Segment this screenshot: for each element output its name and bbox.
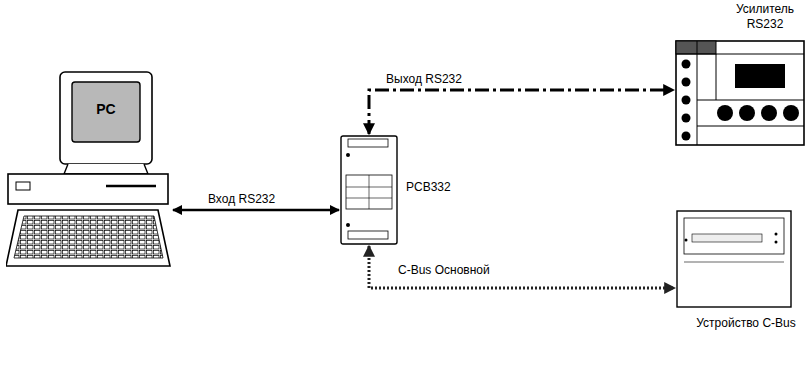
amplifier-unit: Усилитель RS232 bbox=[675, 40, 805, 146]
interface-module: PCB332 bbox=[340, 135, 398, 245]
connector-label: C-Bus Основной bbox=[395, 263, 493, 277]
device-label: Устройство C-Bus bbox=[696, 316, 796, 331]
pc-computer: PC bbox=[6, 70, 172, 270]
signal-connector bbox=[369, 90, 674, 134]
cbus-device: Устройство C-Bus bbox=[676, 210, 792, 308]
device-label: PCB332 bbox=[406, 180, 451, 195]
connector-label: Выход RS232 bbox=[383, 72, 465, 86]
screen-label: PC bbox=[72, 101, 140, 119]
cbus-device-drawing bbox=[676, 210, 792, 308]
amplifier-unit-drawing bbox=[675, 40, 805, 146]
signal-connector bbox=[369, 246, 675, 288]
signal-connector bbox=[173, 209, 339, 212]
pc-computer-drawing bbox=[6, 70, 172, 270]
connector-label: Вход RS232 bbox=[205, 192, 278, 206]
device-label: Усилитель RS232 bbox=[725, 2, 805, 32]
interface-module-drawing bbox=[340, 135, 398, 245]
